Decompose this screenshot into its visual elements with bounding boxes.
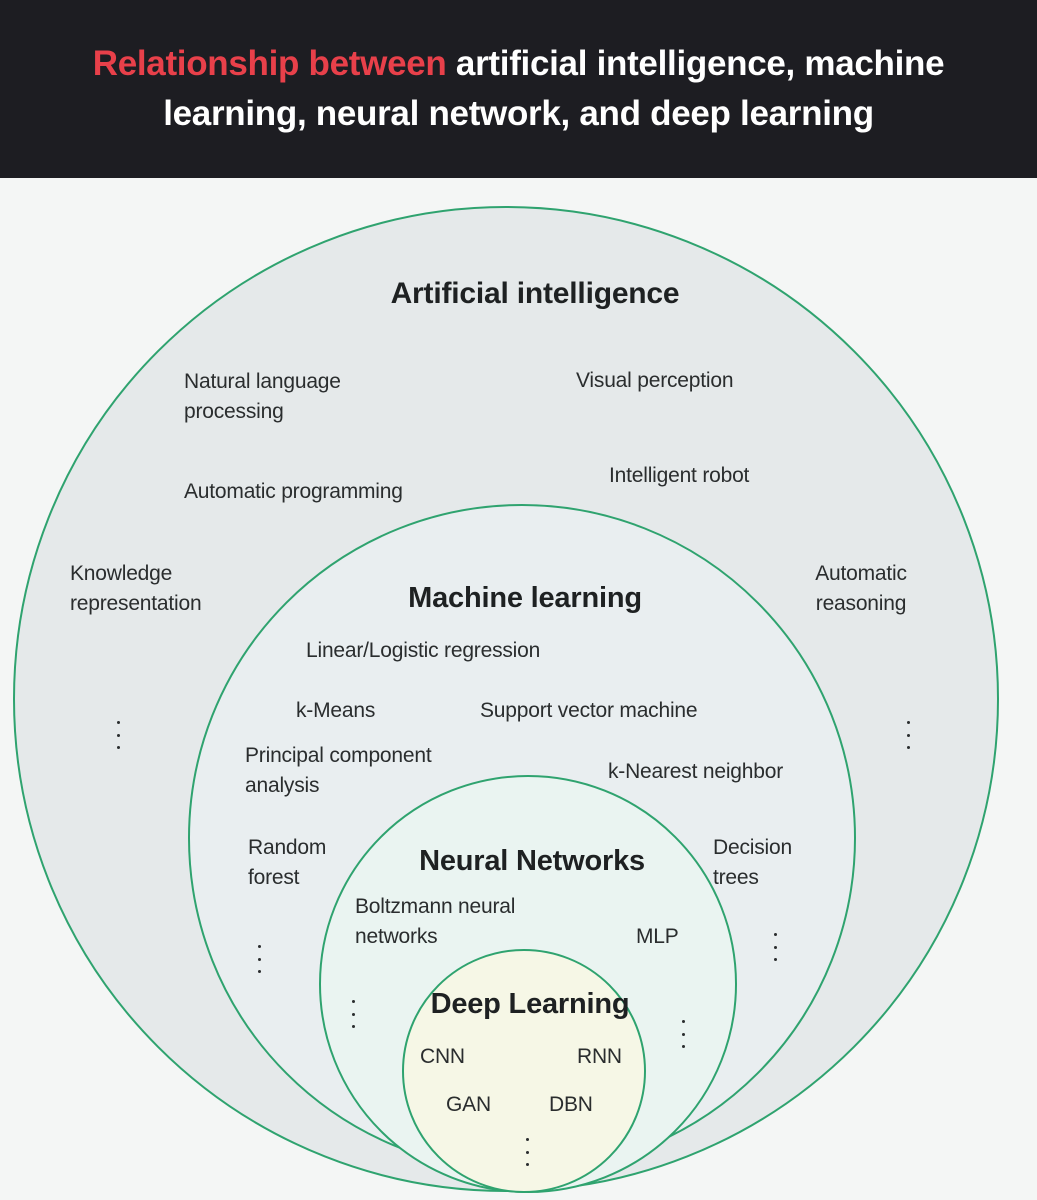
ai-item-nlp-line-1: Natural language <box>184 370 341 393</box>
ml-ellipsis-left <box>258 945 262 973</box>
ml-item-pca-line-2: analysis <box>245 774 320 797</box>
nn-ellipsis-left <box>352 1000 356 1028</box>
ml-item-decision-trees-line-1: Decision <box>713 836 792 859</box>
ml-title: Machine learning <box>408 582 642 614</box>
ml-item-k-means: k-Means <box>296 699 376 722</box>
ai-item-knowledge-line-1: Knowledge <box>70 562 173 585</box>
ai-title: Artificial intelligence <box>390 277 680 310</box>
ai-item-reasoning-line-2: reasoning <box>815 592 907 615</box>
ml-item-pca-line-1: Principal component <box>245 744 432 767</box>
dl-item-rnn: RNN <box>577 1045 622 1068</box>
nn-item-mlp: MLP <box>636 925 679 948</box>
dl-circle <box>402 949 646 1193</box>
header-banner: Relationship between artificial intellig… <box>0 0 1037 178</box>
venn-diagram: Artificial intelligence Natural language… <box>0 178 1037 1200</box>
dl-item-dbn: DBN <box>549 1093 593 1116</box>
ai-item-visual-perception: Visual perception <box>576 369 734 392</box>
ml-item-linear-logistic: Linear/Logistic regression <box>306 639 541 662</box>
header-title-line-1: Relationship between artificial intellig… <box>93 39 945 89</box>
header-title-rest: artificial intelligence, machine <box>446 44 945 83</box>
dl-ellipsis <box>526 1138 530 1166</box>
nested-circles <box>13 206 999 1193</box>
dl-title: Deep Learning <box>430 988 630 1020</box>
ai-item-nlp-line-2: processing <box>184 400 284 423</box>
nn-ellipsis-right <box>682 1020 686 1048</box>
ml-item-decision-trees-line-2: trees <box>713 866 759 889</box>
ai-item-automatic-programming: Automatic programming <box>184 480 403 503</box>
ai-item-knowledge-line-2: representation <box>70 592 202 615</box>
header-title-accent: Relationship between <box>92 44 447 83</box>
nn-title: Neural Networks <box>419 845 645 877</box>
ml-ellipsis-right <box>774 933 778 961</box>
nn-item-boltzmann-line-2: networks <box>355 925 438 948</box>
dl-item-cnn: CNN <box>420 1045 465 1068</box>
ai-item-reasoning-line-1: Automatic <box>815 562 907 585</box>
nn-item-boltzmann-line-1: Boltzmann neural <box>355 895 516 918</box>
ml-item-knn: k-Nearest neighbor <box>608 760 783 783</box>
ai-ellipsis-right <box>907 721 911 749</box>
dl-item-gan: GAN <box>446 1093 491 1116</box>
ml-item-random-forest-line-1: Random <box>248 836 327 859</box>
ai-item-intelligent-robot: Intelligent robot <box>609 464 750 487</box>
ai-ellipsis-left <box>117 721 121 749</box>
ml-item-random-forest-line-2: forest <box>248 866 300 889</box>
ml-item-svm: Support vector machine <box>480 699 698 722</box>
header-title-line-2: learning, neural network, and deep learn… <box>163 94 874 133</box>
